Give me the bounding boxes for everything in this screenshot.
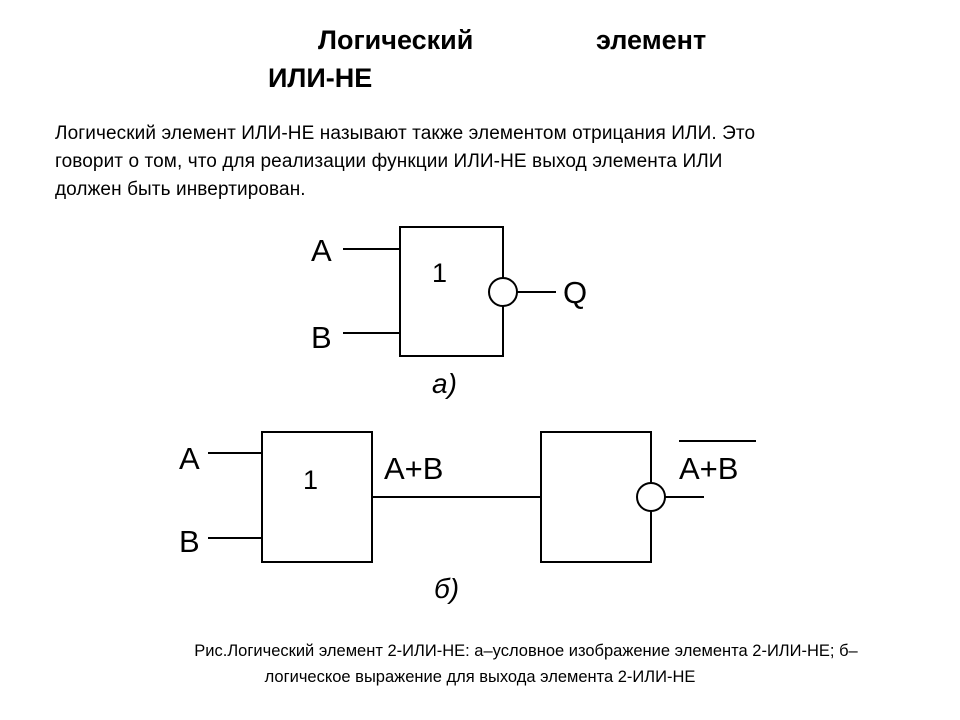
diagram-b [208, 431, 756, 563]
output-nor-label: A+B [679, 451, 738, 486]
title-word-nor: ИЛИ-НЕ [268, 63, 373, 93]
inversion-bubble [636, 482, 666, 512]
title-word-element: элемент [596, 25, 707, 55]
title-word-logical: Логический [318, 25, 474, 55]
nor-gate-box [399, 226, 504, 357]
gate-symbol-label: 1 [432, 258, 447, 288]
description-line-2: говорит о том, что для реализации функци… [55, 151, 723, 172]
figure-a-tag: а) [432, 368, 457, 399]
gate-symbol-label: 1 [303, 465, 318, 495]
output-q-label: Q [563, 275, 587, 310]
inverter-box [540, 431, 652, 563]
input-b-label: B [179, 524, 200, 559]
diagram-a [343, 226, 556, 357]
or-gate-box [261, 431, 373, 563]
intermediate-sum-label: A+B [384, 451, 443, 486]
input-a-label: A [311, 233, 332, 268]
caption-line-1: Рис.Логический элемент 2-ИЛИ-НЕ: а–услов… [194, 642, 858, 660]
caption-line-2: логическое выражение для выхода элемента… [264, 668, 696, 686]
figure-caption: Рис.Логический элемент 2-ИЛИ-НЕ: а–услов… [0, 638, 960, 690]
description-line-3: должен быть инвертирован. [55, 179, 306, 200]
description-paragraph: Логический элемент ИЛИ-НЕ называют также… [55, 120, 935, 204]
input-b-label: B [311, 320, 332, 355]
input-a-label: A [179, 441, 200, 476]
figure-b-tag: б) [434, 573, 459, 604]
description-line-1: Логический элемент ИЛИ-НЕ называют также… [55, 123, 756, 144]
inversion-bubble [488, 277, 518, 307]
